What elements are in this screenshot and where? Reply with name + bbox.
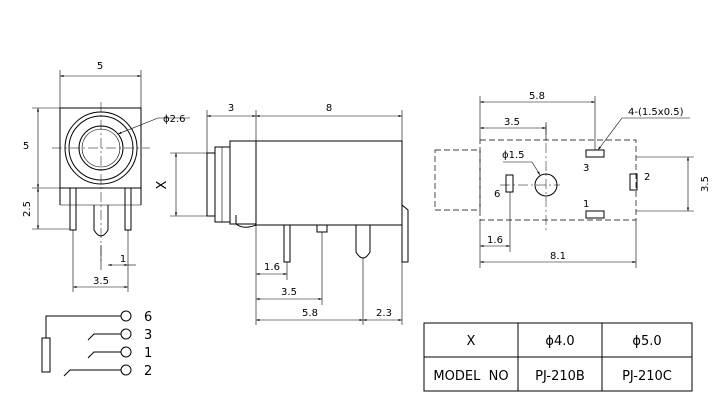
side-dim-pin-c: 5.8 <box>302 308 318 319</box>
schematic-pin-1: 1 <box>144 346 152 361</box>
top-view: 5.8 3.5 4-(1.5x0.5) ϕ1.5 1.6 8.1 3.5 3 6… <box>434 91 711 268</box>
slot-6 <box>505 174 514 193</box>
top-dim-slot: 4-(1.5x0.5) <box>628 107 684 118</box>
top-dim-top: 5.8 <box>529 91 545 102</box>
slot-2 <box>629 173 638 191</box>
table-diam-2: ϕ5.0 <box>632 334 661 349</box>
top-pin-label-3: 3 <box>583 163 589 174</box>
slot-1 <box>585 210 605 219</box>
side-dim-pin-b: 3.5 <box>281 287 297 298</box>
schematic-symbol: 6 3 1 2 <box>41 310 152 379</box>
front-view: 5 5 ϕ2.6 2.5 1 3.5 <box>22 61 190 292</box>
table-col-header: X <box>467 334 476 349</box>
front-dim-lower: 2.5 <box>22 201 33 217</box>
front-dim-width: 5 <box>97 61 103 72</box>
schematic-pin-6: 6 <box>144 310 152 325</box>
top-dim-right: 3.5 <box>700 176 711 192</box>
front-dim-pitch: 3.5 <box>93 276 109 287</box>
front-dim-height: 5 <box>23 141 29 152</box>
top-pin-label-2: 2 <box>644 172 650 183</box>
side-dim-body: 8 <box>326 103 332 114</box>
side-dim-pin-d: 2.3 <box>376 308 392 319</box>
side-dim-front: 3 <box>228 103 234 114</box>
top-dim-center: 3.5 <box>504 117 520 128</box>
side-dim-x: X <box>155 180 170 189</box>
schematic-pin-3: 3 <box>144 328 152 343</box>
top-dim-length: 8.1 <box>550 251 566 262</box>
front-dim-hole: ϕ2.6 <box>163 114 186 125</box>
top-pin-label-1: 1 <box>583 199 589 210</box>
top-pin-label-6: 6 <box>494 189 500 200</box>
table-diam-1: ϕ4.0 <box>545 334 574 349</box>
model-table: X ϕ4.0 ϕ5.0 MODEL NO PJ-210B PJ-210C <box>423 322 693 392</box>
top-dim-hole: ϕ1.5 <box>502 150 525 161</box>
schematic-pin-2: 2 <box>144 364 152 379</box>
side-dim-pin-a: 1.6 <box>264 262 280 273</box>
slot-3 <box>585 149 605 158</box>
side-view: 3 8 X 1.6 3.5 5.8 2.3 <box>155 103 409 325</box>
table-model-1: PJ-210B <box>535 369 585 384</box>
table-model-2: PJ-210C <box>622 369 672 384</box>
table-row-label: MODEL NO <box>433 369 508 384</box>
top-dim-edge: 1.6 <box>487 235 503 246</box>
front-dim-pin: 1 <box>120 254 126 265</box>
